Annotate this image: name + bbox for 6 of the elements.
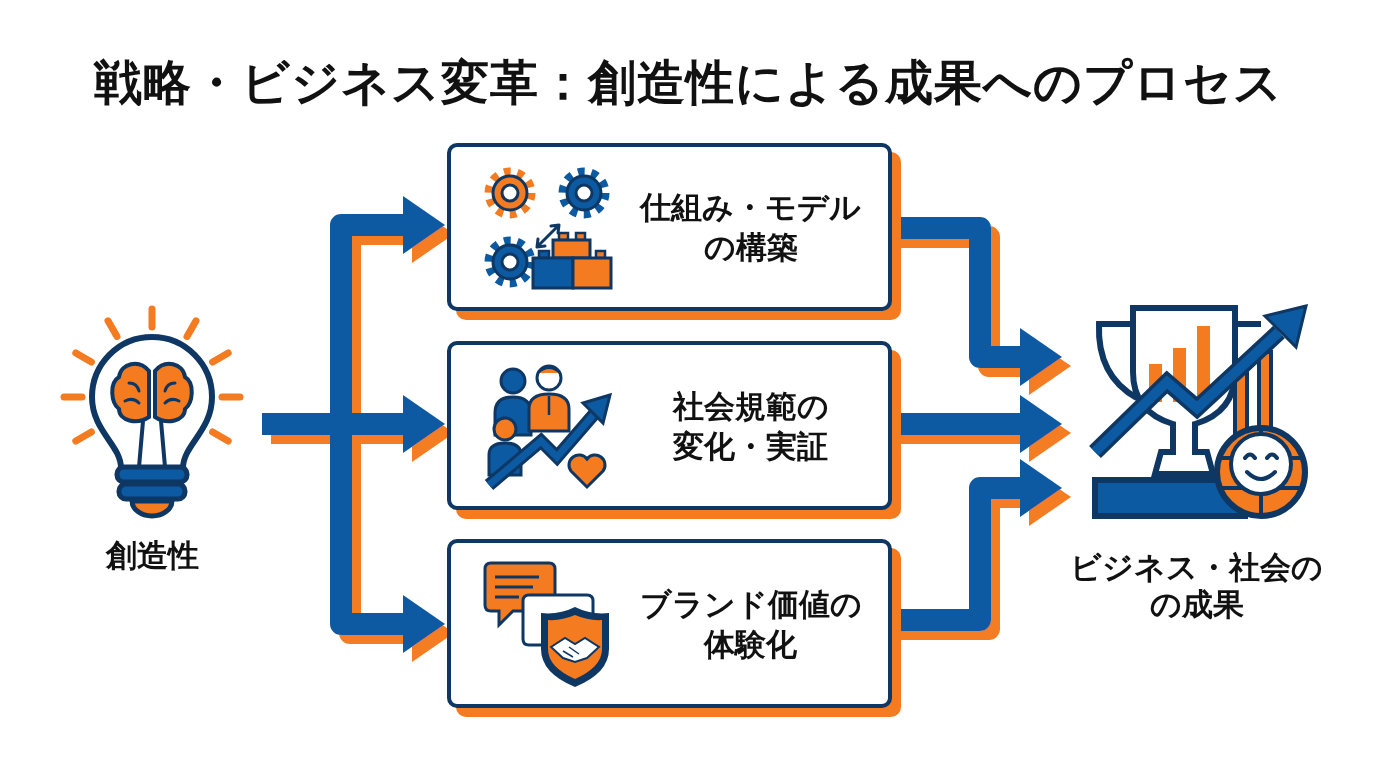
node-label: 仕組み・モデルの構築 — [638, 188, 863, 267]
node-label: 社会規範の変化・実証 — [671, 386, 830, 466]
title: 戦略・ビジネス変革：創造性による成果へのプロセス — [93, 53, 1283, 112]
node-label: 創造性 — [105, 537, 199, 573]
node-label: ブランド価値の体験化 — [639, 584, 863, 664]
node-label: ビジネス・社会のの成果 — [1069, 549, 1325, 623]
